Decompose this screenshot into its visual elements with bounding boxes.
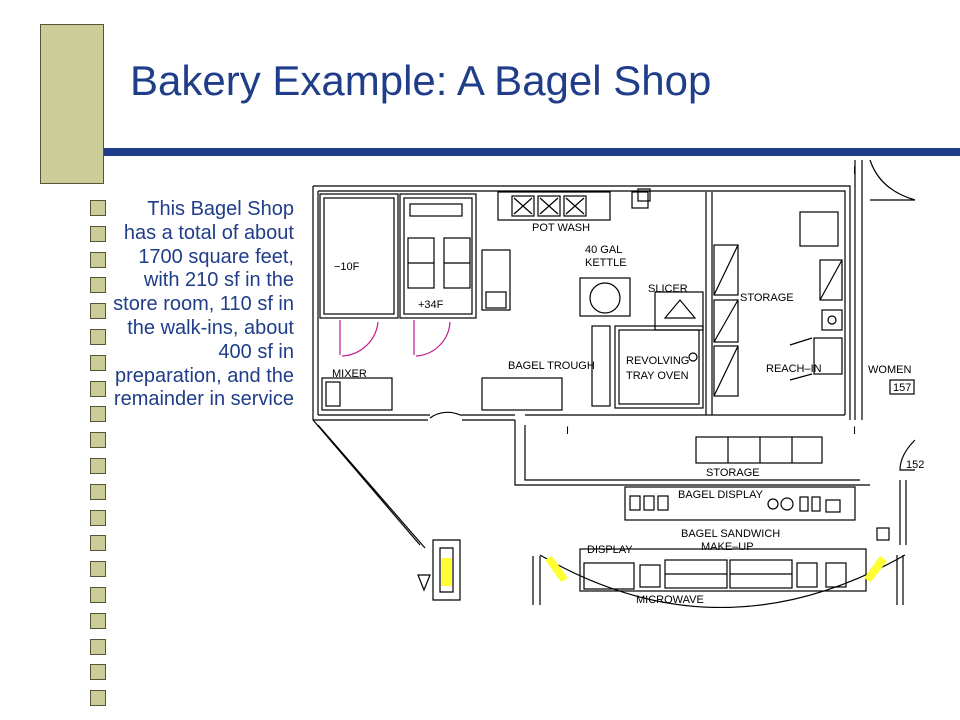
room-number-label: 152 bbox=[906, 459, 924, 471]
wall-mark: I bbox=[853, 425, 856, 437]
bullet-square bbox=[90, 200, 106, 216]
front-curve bbox=[539, 554, 906, 608]
bullet-square bbox=[90, 664, 106, 681]
bullet-square bbox=[90, 638, 106, 655]
freezer-walk-in bbox=[319, 193, 399, 319]
freezer-label: −10F bbox=[334, 261, 360, 273]
bullet-square bbox=[90, 690, 106, 707]
title-rule bbox=[104, 148, 960, 156]
sandwich-make-up-counter bbox=[579, 548, 867, 592]
bullet-square bbox=[90, 354, 106, 371]
reach-in-label: REACH–IN bbox=[766, 363, 822, 375]
kettle-label: KETTLE bbox=[585, 257, 627, 269]
bullet-square bbox=[90, 432, 106, 449]
kettle bbox=[589, 282, 621, 314]
cooler-label: +34F bbox=[418, 299, 444, 311]
bagel-display-label: BAGEL DISPLAY bbox=[678, 489, 764, 501]
bullet-square bbox=[90, 612, 106, 629]
freezer-door-swing bbox=[339, 320, 379, 357]
body-text: This Bagel Shop has a total of about 170… bbox=[113, 198, 294, 411]
storage-wall bbox=[514, 420, 870, 486]
bullet-square bbox=[90, 457, 106, 474]
wall-mark: I bbox=[566, 425, 569, 437]
slicer-label: SLICER bbox=[648, 283, 688, 295]
entry-column bbox=[432, 539, 461, 601]
bullet-square bbox=[90, 483, 106, 500]
kettle-label: 40 GAL bbox=[585, 244, 622, 256]
north-east-wall-inner bbox=[318, 190, 846, 415]
bagel-trough-label: BAGEL TROUGH bbox=[508, 360, 595, 372]
door-swing bbox=[429, 411, 461, 419]
sandwich-label: BAGEL SANDWICH bbox=[681, 528, 780, 540]
bagel-display-case bbox=[624, 486, 856, 521]
bullet-square bbox=[90, 277, 106, 294]
floor-plan: I I I −10F +34F POT WASH 40 GAL KETTLE S… bbox=[312, 159, 924, 608]
slicer-counter bbox=[654, 291, 704, 331]
cooler-door-swing bbox=[413, 320, 451, 357]
angled-wall bbox=[312, 419, 426, 549]
pot-wash-sink bbox=[497, 191, 611, 221]
mixer-label: MIXER bbox=[332, 368, 367, 380]
oven-label: TRAY OVEN bbox=[626, 370, 689, 382]
bullet-square bbox=[90, 535, 106, 552]
bullet-square bbox=[90, 225, 106, 242]
north-east-wall bbox=[313, 185, 851, 420]
mixer bbox=[321, 377, 393, 411]
corridor-wall bbox=[854, 160, 863, 420]
bullet-square bbox=[90, 303, 106, 320]
oven-label: REVOLVING bbox=[626, 355, 689, 367]
display-label: DISPLAY bbox=[587, 544, 633, 556]
bullet-square bbox=[90, 328, 106, 345]
room-number-label: 157 bbox=[893, 382, 911, 394]
bullet-square bbox=[90, 561, 106, 578]
bullet-square bbox=[90, 380, 106, 397]
wall-mark: I bbox=[853, 165, 856, 177]
pot-wash-label: POT WASH bbox=[532, 222, 590, 234]
decorative-bar bbox=[40, 24, 104, 184]
cooler-walk-in bbox=[399, 193, 477, 319]
bullet-square bbox=[90, 586, 106, 603]
bullet-square bbox=[90, 251, 106, 268]
microwave-label: MICROWAVE bbox=[636, 594, 704, 606]
storage-label: STORAGE bbox=[740, 292, 794, 304]
bullet-square bbox=[90, 509, 106, 526]
storage-label: STORAGE bbox=[706, 467, 760, 479]
women-label: WOMEN bbox=[868, 364, 911, 376]
bullet-squares bbox=[90, 200, 106, 716]
sandwich-label: MAKE–UP bbox=[701, 541, 754, 553]
storage-wall-left bbox=[705, 192, 713, 415]
slide-title: Bakery Example: A Bagel Shop bbox=[130, 57, 712, 104]
revolving-tray-oven bbox=[614, 325, 704, 409]
bagel-trough bbox=[481, 377, 563, 411]
storage-shelving bbox=[695, 436, 823, 464]
bullet-square bbox=[90, 406, 106, 423]
